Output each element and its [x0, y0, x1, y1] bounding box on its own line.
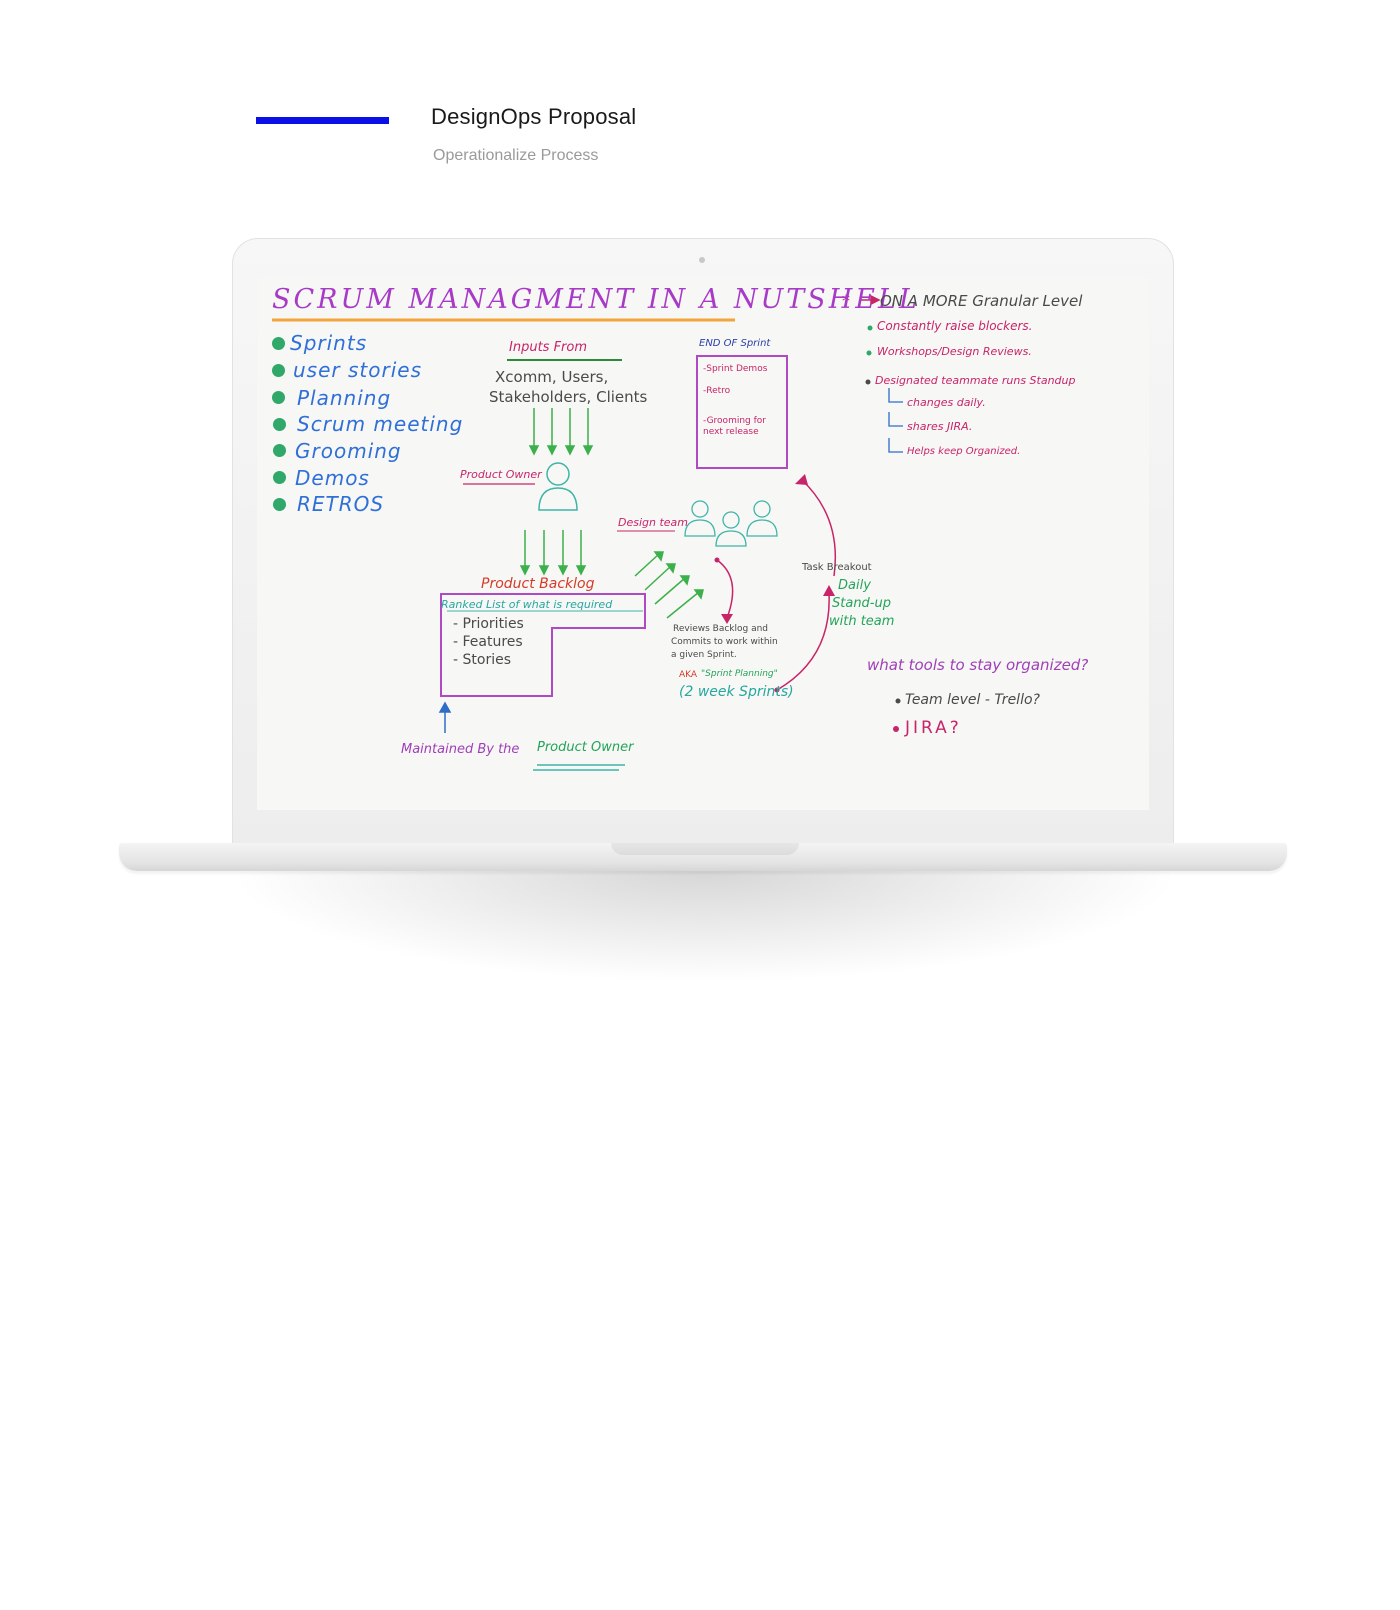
standup-subarrows [888, 388, 903, 453]
daily-label: Daily [838, 578, 871, 593]
maintained-arrow [438, 701, 452, 733]
granular-item: Constantly raise blockers. [877, 319, 1033, 333]
whiteboard-drawings: * [272, 291, 903, 771]
granular-arrow [859, 294, 881, 306]
reviews-line-3: a given Sprint. [671, 650, 737, 660]
list-bullet [272, 364, 285, 377]
backlog-box [440, 593, 646, 697]
standup-label: Stand-up [832, 596, 891, 611]
with-team-label: with team [829, 614, 895, 629]
backlog-item: - Priorities [453, 616, 524, 632]
sprint-planning-label: "Sprint Planning" [701, 669, 778, 679]
team-arrows [634, 551, 704, 619]
list-item: Sprints [290, 331, 368, 355]
list-bullet [273, 471, 286, 484]
list-bullet [273, 418, 286, 431]
asterisk-icon: * [842, 291, 850, 310]
list-item: user stories [293, 358, 422, 382]
page-subtitle: Operationalize Process [433, 147, 599, 164]
standup-subitem: shares JIRA. [907, 420, 973, 433]
tools-question: what tools to stay organized? [867, 656, 1089, 674]
end-of-sprint-label: END OF Sprint [699, 338, 771, 349]
page-title: DesignOps Proposal [431, 104, 637, 129]
inputs-line-1: Xcomm, Users, [495, 368, 609, 386]
list-bullet [273, 498, 286, 511]
owner-arrows [519, 530, 587, 576]
design-team-icon [684, 500, 778, 547]
header-accent-bar [256, 117, 389, 124]
inputs-heading: Inputs From [509, 340, 588, 355]
list-item: Scrum meeting [297, 412, 464, 436]
laptop-shadow [240, 870, 1170, 980]
granular-bullets [866, 325, 873, 356]
backlog-item: - Stories [453, 652, 512, 668]
input-arrows [528, 408, 594, 456]
end-item: next release [703, 427, 759, 437]
granular-item: Workshops/Design Reviews. [877, 345, 1032, 358]
reviews-line-1: Reviews Backlog and [673, 624, 769, 634]
list-bullet [272, 391, 285, 404]
list-item: Planning [297, 386, 392, 410]
list-item: RETROS [297, 492, 385, 516]
list-bullet [273, 444, 286, 457]
reviews-line-2: Commits to work within [671, 637, 778, 647]
inputs-line-2: Stakeholders, Clients [489, 388, 648, 406]
maintained-by-label: Maintained By the [401, 742, 520, 757]
laptop-base [119, 843, 1287, 871]
tools-item: JIRA? [905, 718, 962, 738]
product-owner-icon [538, 462, 578, 511]
tools-item: Team level - Trello? [905, 692, 1040, 708]
maintained-owner-label: Product Owner [537, 740, 634, 755]
product-backlog-label: Product Backlog [481, 576, 595, 592]
laptop-screen-whiteboard: * SCRUM MANAGMENT IN A NUTSHELL Sprints … [257, 278, 1149, 810]
laptop-lid: * SCRUM MANAGMENT IN A NUTSHELL Sprints … [232, 238, 1174, 845]
design-team-label: Design team [618, 516, 689, 529]
list-item: Grooming [295, 439, 402, 463]
end-of-sprint-box [696, 355, 788, 469]
task-breakout-label: Task Breakout [802, 562, 872, 573]
two-week-sprints-label: (2 week Sprints) [679, 684, 794, 700]
laptop-notch [611, 843, 799, 855]
end-item: -Sprint Demos [703, 364, 768, 374]
granular-heading: ON A MORE Granular Level [880, 292, 1083, 310]
list-item: Demos [295, 466, 370, 490]
ranked-list-label: Ranked List of what is required [441, 598, 613, 611]
camera-icon [699, 257, 705, 263]
product-owner-label: Product Owner [460, 468, 542, 481]
end-item: -Grooming for [703, 416, 766, 426]
list-bullet [272, 337, 285, 350]
granular-item: Designated teammate runs Standup [875, 374, 1076, 387]
aka-label: AKA [679, 670, 698, 680]
standup-subitem: Helps keep Organized. [907, 446, 1021, 457]
end-item: -Retro [703, 386, 731, 396]
whiteboard-title: SCRUM MANAGMENT IN A NUTSHELL [272, 284, 920, 315]
backlog-item: - Features [453, 634, 523, 650]
standup-subitem: changes daily. [907, 396, 986, 409]
